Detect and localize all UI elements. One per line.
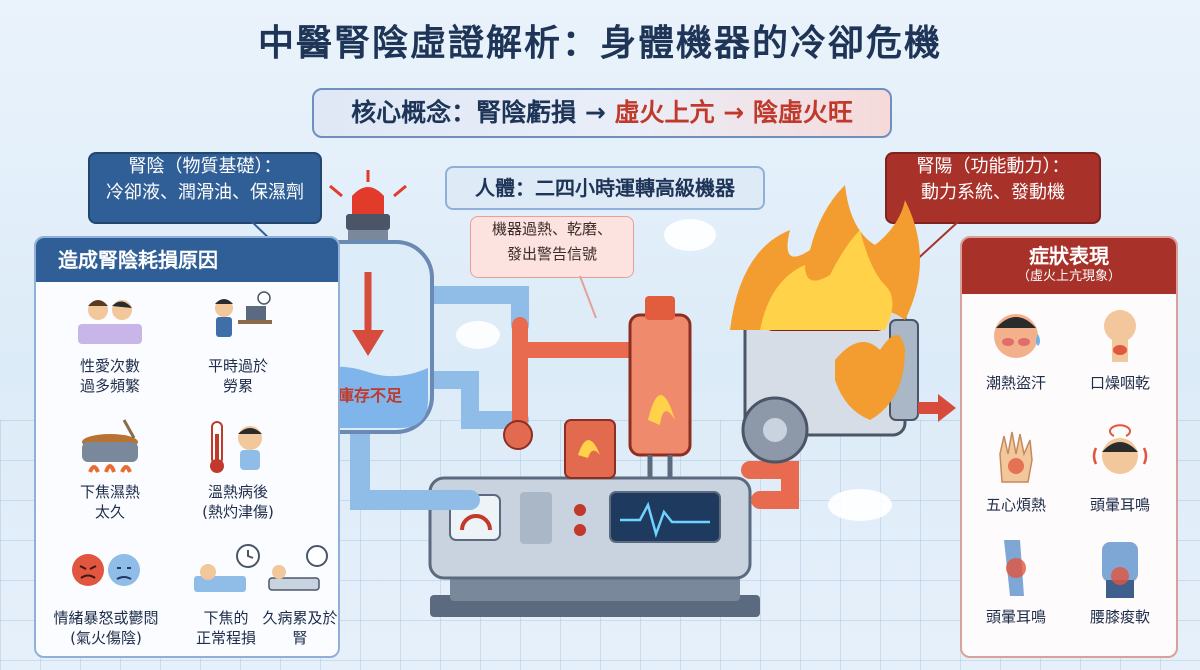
cause-item: 久病累及於腎: [262, 542, 338, 648]
symptoms-subheader: （虛火上亢現象）: [1016, 269, 1121, 284]
hot-palm-icon: [999, 431, 1033, 483]
symptom-item: 頭暈耳鳴: [1072, 424, 1168, 515]
dry-throat-icon: [1104, 310, 1136, 362]
central-pump: [628, 296, 692, 478]
core-concept-prefix: 核心概念：腎陰虧損 →: [351, 98, 615, 127]
symptom-arrow: [918, 394, 956, 422]
dizzy-icon: [1092, 424, 1148, 474]
tank-shortage-label: 庫存不足: [337, 386, 402, 405]
cause-item: 溫熱病後 (熱灼津傷): [176, 416, 300, 522]
symptom-item: 頭暈耳鳴: [968, 536, 1064, 627]
warning-callout: 機器過熱、乾磨、 發出警告信號: [470, 216, 634, 278]
warning-line2: 發出警告信號: [506, 245, 597, 263]
symptom-label: 頭暈耳鳴: [985, 608, 1046, 626]
fever-icon: [210, 421, 262, 473]
cause-line1: 溫熱病後: [207, 483, 268, 501]
steam-clouds: [456, 219, 892, 521]
cause-item: 性愛次數 過多頻繁: [48, 290, 172, 396]
cause-line1: 平時過於: [207, 357, 268, 375]
symptoms-panel: 症狀表現 （虛火上亢現象） 潮熱盜汗 口燥咽乾 五心煩熱: [960, 236, 1178, 658]
cause-line1: 久病累及於腎: [262, 609, 338, 647]
hot-pipes: [512, 317, 799, 509]
symptom-item: 口燥咽乾: [1072, 302, 1168, 393]
cause-line1: 情緒暴怒或鬱悶: [53, 609, 159, 627]
cause-line2: 正常程損: [195, 629, 256, 647]
bedridden-icon: [268, 545, 328, 591]
causes-header: 造成腎陰耗損原因: [36, 238, 338, 282]
kidney-yin-title: 腎陰（物質基礎）：: [128, 156, 282, 177]
cause-item: 下焦濕熱 太久: [48, 416, 172, 522]
core-concept-fire: 虛火上亢 → 陰虛火旺: [614, 98, 853, 127]
symptom-item: 腰膝痠軟: [1072, 536, 1168, 627]
engine-flames: [730, 185, 920, 420]
alarm-light-icon: [329, 170, 407, 230]
emotion-icon: [72, 554, 140, 586]
cause-line1: 性愛次數: [79, 357, 140, 375]
kidney-yin-desc: 冷卻液、潤滑油、保濕劑: [106, 182, 304, 203]
causes-panel: 造成腎陰耗損原因 性愛次數 過多頻繁 平時過於 勞累 下焦濕熱 太久: [34, 236, 340, 658]
coolant-pipes: [350, 286, 529, 510]
symptom-label: 腰膝痠軟: [1089, 608, 1150, 626]
body-machine-callout: 人體：二四小時運轉高級機器: [445, 166, 765, 210]
cause-line1: 下焦濕熱: [79, 483, 140, 501]
back-pain-icon: [1102, 542, 1138, 598]
symptoms-header-block: 症狀表現 （虛火上亢現象）: [962, 238, 1176, 294]
cause-line2: (氣火傷陰): [70, 629, 142, 647]
sweating-face-icon: [994, 314, 1040, 358]
cause-line2: 勞累: [222, 377, 253, 395]
symptom-item: 五心煩熱: [968, 424, 1064, 515]
page-title: 中醫腎陰虛證解析：身體機器的冷卻危機: [257, 23, 942, 64]
symptom-label: 潮熱盜汗: [985, 374, 1046, 392]
cause-item: 平時過於 勞累: [176, 290, 300, 396]
hot-valve: [503, 419, 616, 479]
cause-line2: 過多頻繁: [79, 377, 140, 395]
symptom-item: 潮熱盜汗: [968, 302, 1064, 393]
warning-connector-line: [579, 275, 597, 319]
symptom-label: 頭暈耳鳴: [1089, 496, 1150, 514]
cause-line1: 下焦的: [203, 609, 249, 627]
cause-line2: 太久: [94, 503, 125, 521]
overwork-icon: [215, 291, 272, 337]
hot-pot-icon: [82, 419, 138, 473]
kidney-yang-callout: 腎陽（功能動力）： 動力系統、發動機: [885, 152, 1101, 224]
symptom-label: 五心煩熱: [985, 496, 1046, 514]
core-concept-banner: 核心概念：腎陰虧損 → 虛火上亢 → 陰虛火旺: [312, 88, 892, 138]
cause-item: 下焦的 正常程損: [176, 542, 276, 648]
cause-line2: (熱灼津傷): [202, 503, 274, 521]
cause-item: 情緒暴怒或鬱悶 (氣火傷陰): [40, 542, 172, 648]
kidney-yang-title: 腎陽（功能動力）：: [916, 156, 1070, 177]
symptoms-header: 症狀表現: [1029, 244, 1109, 268]
couple-icon: [78, 300, 142, 344]
kidney-yang-desc: 動力系統、發動機: [921, 182, 1065, 203]
control-panel: [428, 476, 752, 580]
kidney-yin-callout: 腎陰（物質基礎）： 冷卻液、潤滑油、保濕劑: [88, 152, 322, 224]
symptom-label: 口燥咽乾: [1089, 374, 1150, 392]
sleeping-icon: [194, 544, 260, 592]
knee-pain-icon: [1004, 540, 1026, 596]
warning-line1: 機器過熱、乾磨、: [491, 220, 612, 238]
